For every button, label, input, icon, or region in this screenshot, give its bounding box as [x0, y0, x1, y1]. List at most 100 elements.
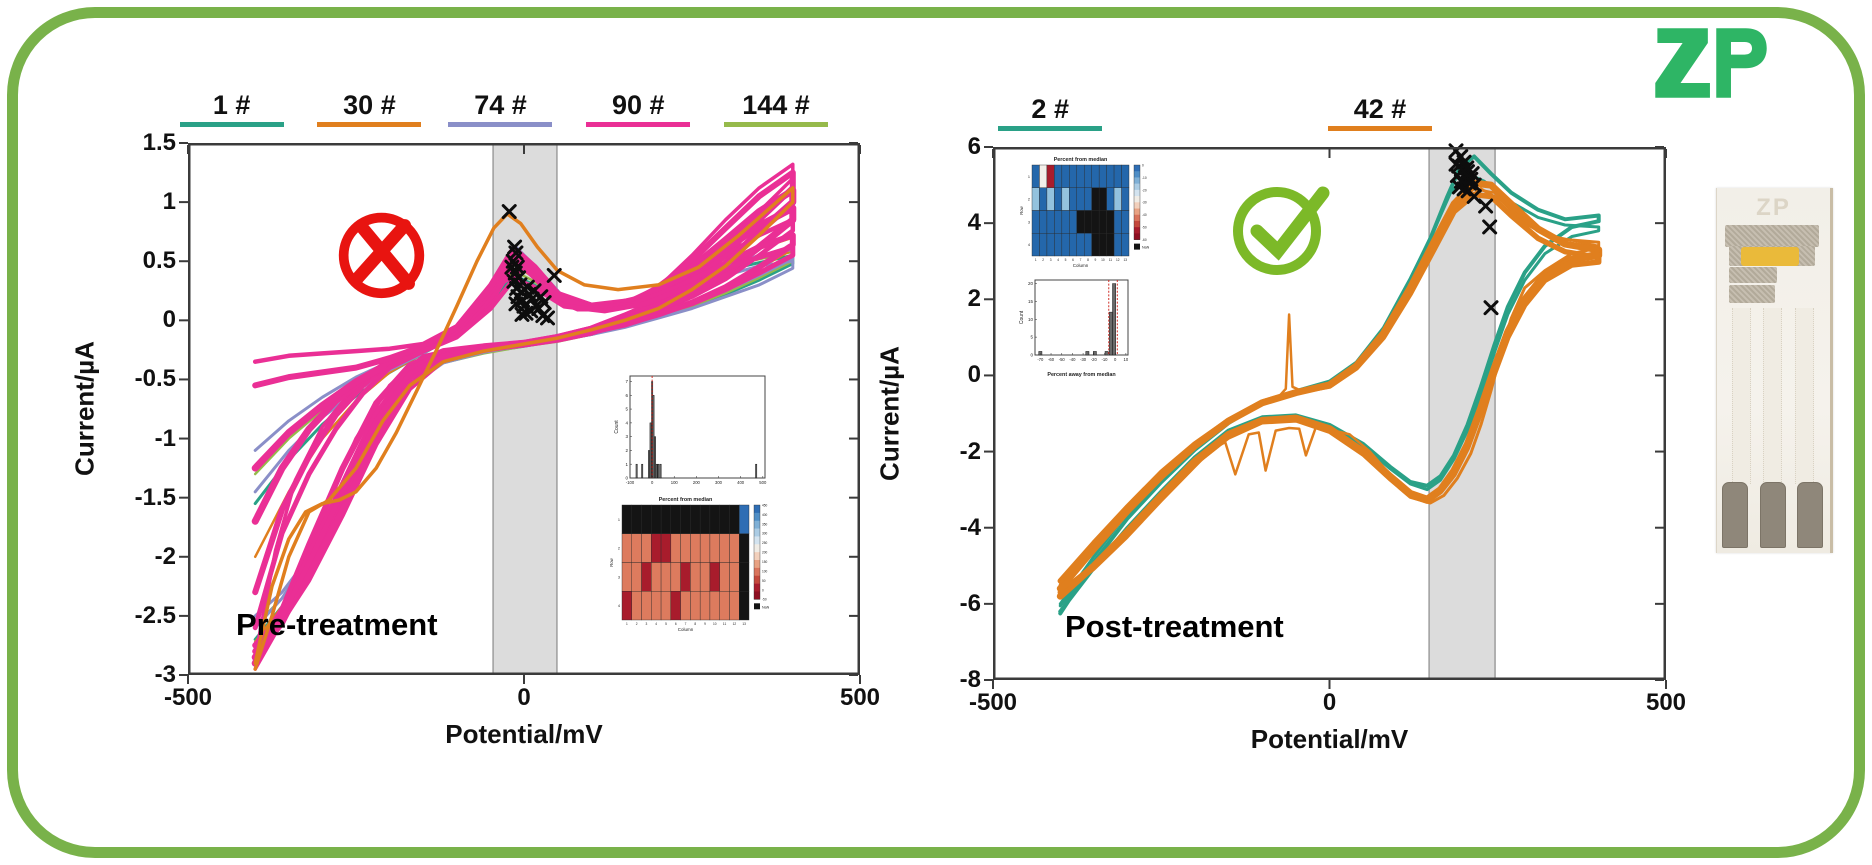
inset-text: 9	[704, 622, 706, 626]
inset-text: 12	[1116, 258, 1120, 262]
heatmap-cell	[651, 504, 662, 534]
x-tick-label: 0	[1322, 689, 1337, 716]
heatmap-cell	[1076, 187, 1085, 211]
heatmap-cell	[1121, 164, 1130, 188]
heatmap-cell	[709, 591, 720, 621]
heatmap-cell	[1091, 187, 1100, 211]
heatmap-cell	[651, 533, 662, 563]
post-y-axis-label: Current/µA	[874, 345, 905, 481]
strip-contact-pad-1	[1722, 482, 1748, 548]
legend-label: 90 #	[611, 90, 665, 120]
heatmap-cell	[1054, 233, 1063, 257]
heatmap-cell	[621, 533, 632, 563]
heatmap-cell	[670, 533, 681, 563]
post-treatment-caption: Post-treatment	[1065, 609, 1284, 644]
heatmap-cell	[1091, 210, 1100, 234]
histogram-bar	[1109, 311, 1113, 356]
heatmap-cell	[641, 504, 652, 534]
inset-text: 500	[759, 480, 767, 485]
pre-treatment-caption: Pre-treatment	[236, 607, 438, 642]
inset-text: Count	[1019, 310, 1025, 324]
y-tick-label: 4	[967, 209, 981, 237]
strip-channel-1	[1732, 308, 1751, 484]
heatmap-cell	[1069, 210, 1077, 234]
histogram-bar	[1104, 351, 1109, 356]
inset-text: -20	[1091, 357, 1098, 362]
legend-color-bar	[317, 122, 422, 127]
heatmap-cell	[1106, 210, 1115, 234]
inset-text: 0	[1030, 353, 1033, 358]
heatmap-cell	[690, 591, 701, 621]
histogram-bar	[649, 422, 652, 479]
y-tick-label: -1	[154, 424, 176, 452]
heatmap-cell	[699, 533, 711, 563]
inset-text: 15	[1028, 299, 1034, 304]
outlier-x-marker	[1448, 156, 1464, 172]
x-tick-label: 500	[1645, 689, 1687, 716]
histogram-bar	[641, 463, 644, 479]
inset-text: 4	[1057, 258, 1059, 262]
inset-text: -10	[1101, 357, 1108, 362]
heatmap-cell	[729, 504, 740, 534]
inset-text: 400	[737, 480, 745, 485]
heatmap-cell	[670, 504, 681, 534]
inset-text: -20	[1142, 188, 1147, 192]
legend-item: 74 #	[448, 91, 553, 127]
inset-text: 3	[1050, 258, 1052, 262]
heatmap-cell	[1076, 233, 1085, 257]
heatmap-cell	[1061, 187, 1070, 211]
inset-text: Column	[1073, 263, 1089, 268]
heatmap-cell	[670, 591, 681, 621]
heatmap-cell	[660, 562, 672, 592]
y-tick-label: 0.5	[142, 247, 176, 275]
pre-y-axis-label: Current/µA	[69, 341, 100, 476]
heatmap-cell	[1113, 164, 1122, 188]
pre-treatment-cv-plot	[179, 142, 861, 684]
cv-curve	[253, 186, 795, 671]
outlier-x-marker	[508, 245, 524, 261]
outlier-x-marker	[1478, 198, 1494, 214]
inset-text: 0	[651, 480, 654, 485]
inset-text: 200	[762, 551, 768, 555]
histogram-bar	[659, 463, 662, 479]
outlier-x-marker	[504, 259, 520, 275]
heatmap-cell	[641, 533, 652, 563]
heatmap-cell	[739, 533, 750, 563]
outlier-x-marker	[1482, 219, 1498, 235]
inset-text: -10	[1142, 176, 1147, 180]
heatmap-cell	[680, 533, 691, 563]
inset-text: 1	[618, 518, 620, 522]
heatmap-cell	[1061, 210, 1070, 234]
x-tick-label: 500	[839, 684, 881, 711]
heatmap-cell	[719, 591, 730, 621]
heatmap-cell	[709, 562, 720, 592]
heatmap-cell	[1046, 164, 1055, 188]
heatmap-cell	[1054, 210, 1063, 234]
inset-text: 2	[1028, 198, 1030, 202]
cv-curve	[1056, 179, 1603, 600]
histogram-bar	[648, 450, 650, 479]
inset-text: 3	[618, 575, 620, 579]
histogram-bar	[652, 395, 655, 479]
strip-contact-band	[1725, 225, 1819, 247]
y-tick-label: -8	[959, 666, 981, 693]
heatmap-cell	[719, 533, 730, 563]
x-tick-label: -500	[163, 684, 213, 711]
inset-text: Percent from median	[659, 497, 713, 503]
inset-text: 13	[1123, 258, 1127, 262]
legend-item: 2 #	[998, 95, 1103, 131]
heatmap-cell	[1039, 210, 1048, 234]
heatmap-cell	[1098, 233, 1107, 257]
heatmap-cell	[631, 533, 642, 563]
inset-text: 12	[733, 622, 737, 626]
heatmap-cell	[1076, 210, 1085, 234]
heatmap-cell	[680, 562, 691, 592]
legend-color-bar	[586, 122, 691, 127]
strip-sample-window	[1741, 247, 1799, 266]
inset-text: 300	[762, 532, 768, 536]
heatmap-cell	[1106, 164, 1115, 188]
inset-text: 5	[1065, 258, 1067, 262]
strip-contact-pad-3	[1797, 482, 1823, 548]
